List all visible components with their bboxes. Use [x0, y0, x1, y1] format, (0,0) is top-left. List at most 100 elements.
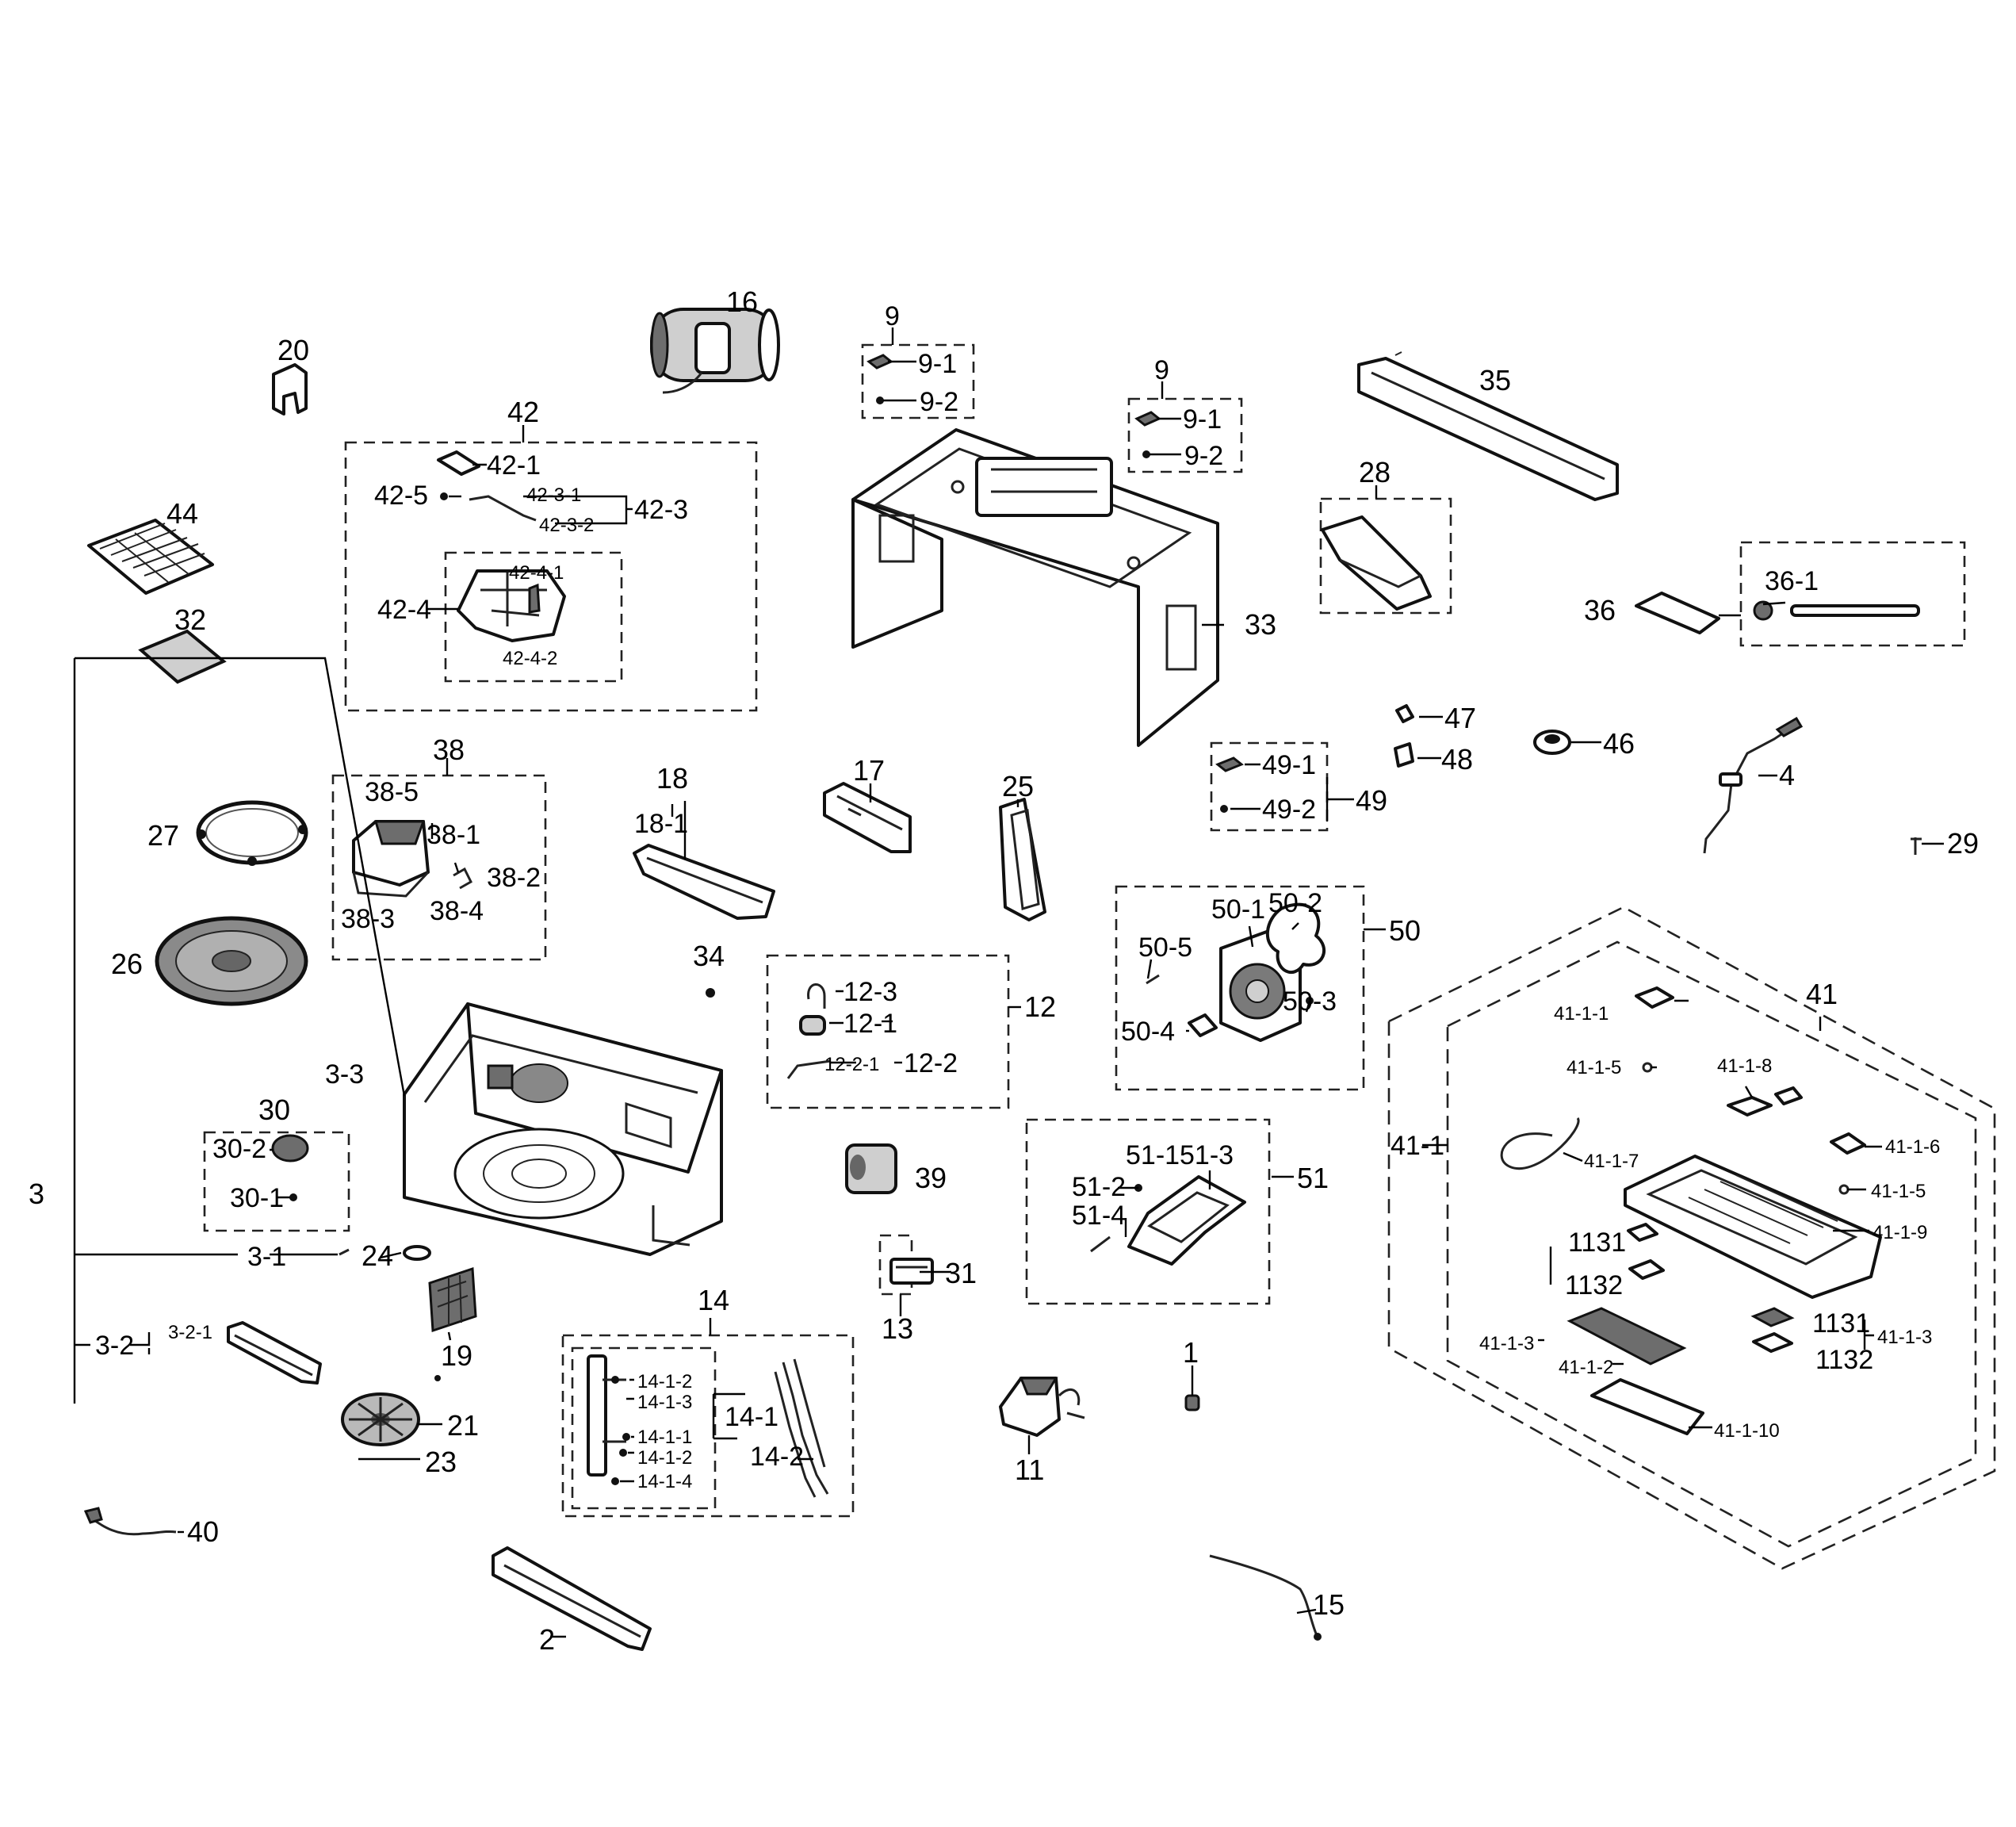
- part-34-screw: [706, 988, 715, 998]
- label-1132-right: 1132: [1815, 1345, 1873, 1375]
- label-38-2: 38-2: [487, 863, 541, 893]
- label-50-5: 50-5: [1138, 933, 1192, 963]
- label-25: 25: [1002, 770, 1034, 802]
- group-box-51: [1025, 1118, 1271, 1305]
- label-38-3: 38-3: [341, 904, 395, 934]
- part-9-clips: [866, 354, 1161, 458]
- label-38: 38: [433, 733, 465, 766]
- group-box-41: [1387, 906, 1996, 1570]
- group-box-12: [766, 954, 1010, 1109]
- label-42-3: 42-3: [634, 495, 688, 525]
- label-41-1-10: 41-1-10: [1714, 1420, 1780, 1442]
- label-49-1: 49-1: [1262, 750, 1316, 780]
- label-9-1-right: 9-1: [1183, 404, 1222, 435]
- label-41-1-1: 41-1-1: [1554, 1003, 1609, 1025]
- part-30-coupler: [271, 1134, 309, 1201]
- label-1132-left: 1132: [1565, 1270, 1623, 1300]
- label-50-1: 50-1: [1211, 894, 1265, 925]
- label-23: 23: [425, 1446, 457, 1478]
- label-33: 33: [1245, 608, 1276, 641]
- label-3-3: 3-3: [325, 1059, 364, 1090]
- label-41-1-5-right: 41-1-5: [1871, 1181, 1926, 1202]
- label-50: 50: [1389, 914, 1421, 947]
- label-44: 44: [166, 497, 198, 530]
- part-12-thermostat-parts: [786, 983, 832, 1079]
- callout-labels: 16 20 9 9-1 9-2 9 9-1 9-2 35 42 42-1 42-…: [29, 285, 1979, 1656]
- label-41-1-5-top: 41-1-5: [1567, 1057, 1621, 1078]
- label-12-2-1: 12-2-1: [824, 1054, 879, 1075]
- part-11-transformer: [999, 1377, 1085, 1437]
- part-38-waveguide-cover: [352, 820, 472, 898]
- part-3-3-oven-cavity: [403, 1002, 723, 1256]
- label-42-4: 42-4: [377, 595, 431, 625]
- label-14-2: 14-2: [750, 1442, 804, 1472]
- group-box-36: [1739, 541, 1966, 647]
- group-boxes: [203, 343, 1996, 1570]
- label-9-right: 9: [1154, 355, 1169, 385]
- label-42-3-2: 42-3-2: [539, 515, 594, 536]
- label-42-4-1: 42-4-1: [509, 562, 564, 584]
- label-9-2-right: 9-2: [1184, 441, 1223, 471]
- label-36: 36: [1584, 594, 1616, 626]
- label-41-1: 41-1: [1391, 1131, 1444, 1161]
- label-30-2: 30-2: [212, 1134, 266, 1164]
- leader-lines: [73, 327, 1944, 1638]
- label-38-4: 38-4: [430, 896, 484, 926]
- label-12-3: 12-3: [844, 977, 897, 1007]
- group-box-50: [1115, 885, 1365, 1091]
- label-21: 21: [447, 1409, 479, 1442]
- label-12: 12: [1024, 990, 1056, 1023]
- label-3-1: 3-1: [247, 1242, 286, 1272]
- label-18-1: 18-1: [634, 809, 688, 839]
- label-42-5: 42-5: [374, 481, 428, 511]
- label-14-1-3: 14-1-3: [637, 1392, 692, 1413]
- label-41-1-8: 41-1-8: [1717, 1055, 1772, 1077]
- label-51-4: 51-4: [1072, 1201, 1126, 1231]
- label-42-3-1: 42-3-1: [526, 485, 581, 506]
- label-16: 16: [726, 285, 758, 318]
- label-9-2-left: 9-2: [920, 387, 958, 417]
- part-40-wire: [83, 1507, 177, 1536]
- part-42-components: [437, 450, 566, 642]
- part-26-glass-tray: [155, 916, 308, 1006]
- label-15: 15: [1313, 1588, 1345, 1621]
- label-41: 41: [1806, 978, 1838, 1010]
- label-39: 39: [915, 1162, 947, 1194]
- part-14-harness: [587, 1354, 829, 1498]
- label-1131-right: 1131: [1812, 1308, 1870, 1339]
- label-48: 48: [1441, 743, 1473, 776]
- label-14: 14: [698, 1284, 729, 1316]
- part-41-base-assembly: [1500, 986, 1882, 1435]
- label-41-1-2: 41-1-2: [1559, 1357, 1613, 1378]
- label-42-1: 42-1: [487, 450, 541, 481]
- part-15-wire: [1209, 1554, 1322, 1641]
- label-26: 26: [111, 948, 143, 980]
- label-14-1-2-top: 14-1-2: [637, 1371, 692, 1392]
- part-47-48-46: [1394, 704, 1571, 768]
- label-27: 27: [147, 819, 179, 852]
- label-14-1-1: 14-1-1: [637, 1427, 692, 1448]
- part-18-bracket: [633, 844, 775, 920]
- label-31: 31: [945, 1257, 977, 1289]
- label-41-1-3-right: 41-1-3: [1877, 1327, 1932, 1348]
- label-11: 11: [1015, 1454, 1044, 1486]
- label-34: 34: [693, 940, 725, 972]
- group-box-9-right: [1127, 397, 1243, 473]
- label-4: 4: [1779, 759, 1795, 791]
- label-1131-left: 1131: [1568, 1228, 1626, 1258]
- part-25-choke: [999, 798, 1046, 921]
- group-box-38: [331, 774, 547, 961]
- label-20: 20: [277, 334, 309, 366]
- part-39-capacitor: [845, 1143, 897, 1194]
- label-51-3: 51-3: [1180, 1140, 1234, 1170]
- label-9-1-left: 9-1: [918, 349, 957, 379]
- group-box-30: [203, 1131, 350, 1232]
- label-24: 24: [362, 1239, 393, 1272]
- label-50-3: 50-3: [1283, 986, 1337, 1017]
- part-36-bracket: [1635, 592, 1920, 634]
- part-2-latch-bar: [492, 1546, 652, 1651]
- label-40: 40: [187, 1515, 219, 1548]
- label-14-1: 14-1: [725, 1402, 778, 1432]
- label-42: 42: [507, 396, 539, 428]
